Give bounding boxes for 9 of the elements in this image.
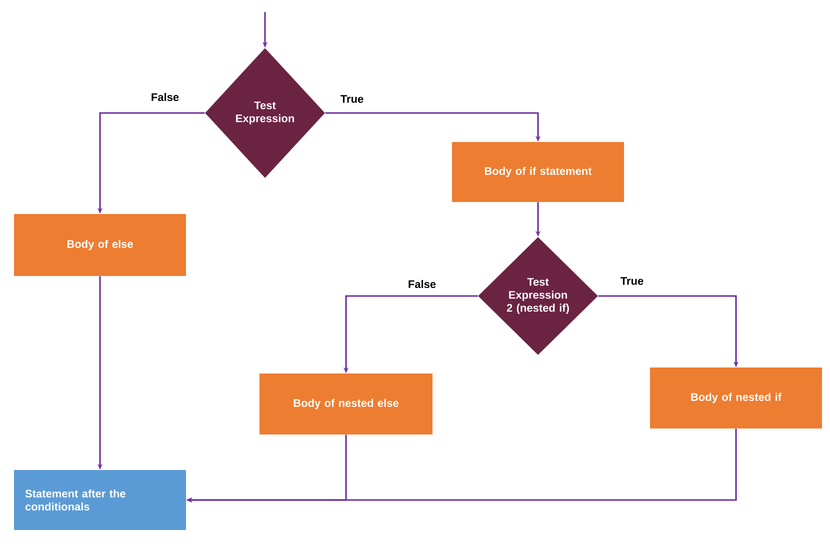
edge-label: True	[340, 95, 364, 103]
process-box: Body of if statement	[452, 142, 624, 202]
edge-label: False	[408, 280, 436, 288]
process-box: Body of nested if	[650, 368, 822, 428]
edge-label: False	[152, 92, 179, 102]
edge-label: True	[620, 277, 644, 285]
process-box: Body of else	[14, 214, 186, 276]
process-box: Body of nested else	[260, 374, 432, 434]
process-box: Statement after the conditionals	[14, 470, 186, 530]
